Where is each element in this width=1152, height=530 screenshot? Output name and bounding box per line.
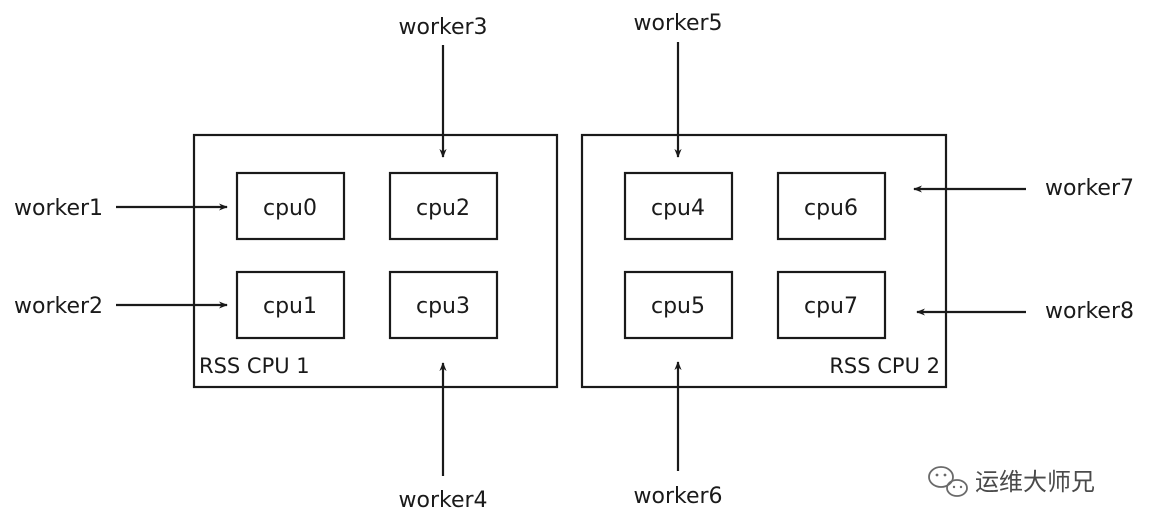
rss-group-2-label: RSS CPU 2 <box>829 354 940 378</box>
cpu5-box <box>623 270 734 340</box>
worker7-node: worker7 <box>913 176 1134 201</box>
rss-group-2-box <box>580 133 948 389</box>
worker8-node: worker8 <box>916 299 1134 324</box>
worker1-node: worker1 <box>14 196 228 221</box>
worker6-label: worker6 <box>633 484 722 509</box>
cpu6-box <box>776 171 887 241</box>
worker4-label: worker4 <box>398 488 487 513</box>
cpu3-box <box>388 270 499 340</box>
worker5-label: worker5 <box>633 11 722 36</box>
cpu6-label: cpu6 <box>804 196 858 221</box>
cpu4-box <box>623 171 734 241</box>
worker7-label: worker7 <box>1045 176 1134 201</box>
cpu5-label: cpu5 <box>651 294 705 319</box>
worker4-node: worker4 <box>398 362 488 513</box>
cpu4-label: cpu4 <box>651 196 705 221</box>
cpu0-box <box>235 171 346 241</box>
worker3-node: worker3 <box>398 15 488 158</box>
cpu7-label: cpu7 <box>804 294 858 319</box>
watermark-text: 运维大师兄 <box>975 468 1095 496</box>
worker3-label: worker3 <box>398 15 487 40</box>
worker8-label: worker8 <box>1045 299 1134 324</box>
rss-group-1: RSS CPU 1 cpu0 cpu2 cpu1 cpu3 <box>192 133 559 389</box>
cpu3-label: cpu3 <box>416 294 470 319</box>
wechat-icon <box>928 466 968 497</box>
worker2-label: worker2 <box>14 294 103 319</box>
watermark: 运维大师兄 <box>928 466 1095 497</box>
cpu2-label: cpu2 <box>416 196 470 221</box>
rss-group-1-box <box>192 133 559 389</box>
cpu7-box <box>776 270 887 340</box>
cpu1-box <box>235 270 346 340</box>
rss-group-1-label: RSS CPU 1 <box>199 354 310 378</box>
worker1-label: worker1 <box>14 196 103 221</box>
cpu1-label: cpu1 <box>263 294 317 319</box>
worker5-node: worker5 <box>633 11 723 158</box>
worker2-node: worker2 <box>14 294 228 319</box>
cpu0-label: cpu0 <box>263 196 317 221</box>
worker6-node: worker6 <box>633 361 723 509</box>
cpu2-box <box>388 171 499 241</box>
rss-group-2: RSS CPU 2 cpu4 cpu6 cpu5 cpu7 <box>580 133 948 389</box>
